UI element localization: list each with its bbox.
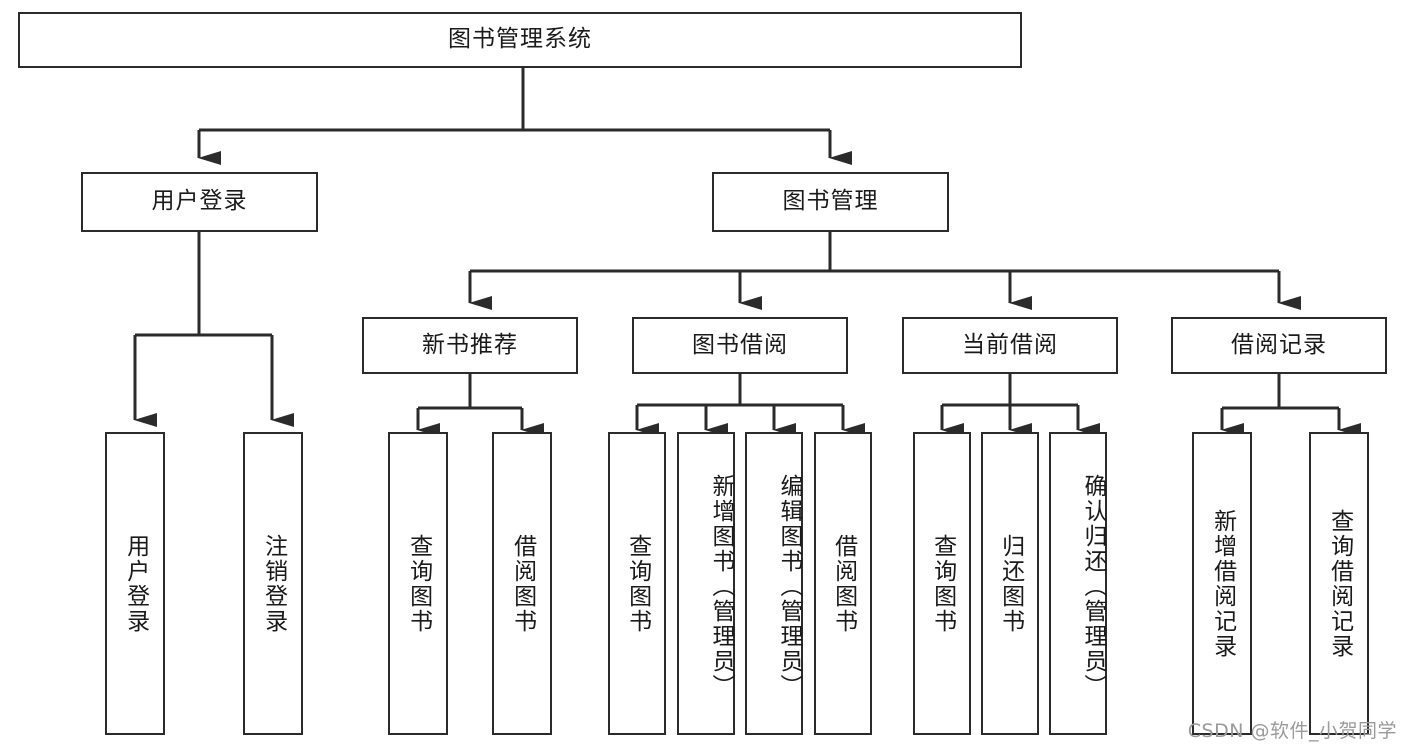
node-user-login-label: 用户登录	[151, 188, 248, 215]
leaf-edit-book[interactable]: 编辑图书（管理员）	[745, 432, 803, 735]
leaf-add-book[interactable]: 新增图书（管理员）	[677, 432, 735, 735]
leaf-query-record-label: 查询借阅记录	[1326, 508, 1353, 659]
node-book-borrow-label: 图书借阅	[692, 331, 788, 358]
leaf-edit-book-label: 编辑图书（管理员）	[776, 474, 802, 699]
leaf-query-book-2[interactable]: 查询图书	[608, 432, 666, 735]
leaf-user-login-label: 用户登录	[122, 533, 149, 634]
leaf-confirm-return[interactable]: 确认归还（管理员）	[1049, 432, 1107, 735]
node-book-manage[interactable]: 图书管理	[712, 172, 949, 232]
leaf-query-book-2-label: 查询图书	[624, 533, 651, 634]
leaf-borrow-book-2[interactable]: 借阅图书	[814, 432, 872, 735]
leaf-return-book-label: 归还图书	[997, 533, 1024, 634]
node-user-login[interactable]: 用户登录	[81, 172, 318, 232]
node-book-manage-label: 图书管理	[782, 188, 879, 215]
node-new-book-recommend-label: 新书推荐	[422, 331, 518, 358]
leaf-borrow-book-2-label: 借阅图书	[830, 533, 857, 634]
node-current-borrow-label: 当前借阅	[962, 331, 1058, 358]
node-borrow-record[interactable]: 借阅记录	[1171, 317, 1387, 374]
node-borrow-record-label: 借阅记录	[1231, 331, 1327, 358]
leaf-query-record[interactable]: 查询借阅记录	[1309, 432, 1369, 735]
leaf-return-book[interactable]: 归还图书	[981, 432, 1039, 735]
leaf-query-book-1[interactable]: 查询图书	[388, 432, 448, 735]
node-book-borrow[interactable]: 图书借阅	[632, 317, 848, 374]
node-root-label: 图书管理系统	[448, 26, 592, 53]
node-current-borrow[interactable]: 当前借阅	[902, 317, 1118, 374]
leaf-add-record[interactable]: 新增借阅记录	[1192, 432, 1252, 735]
leaf-borrow-book-1[interactable]: 借阅图书	[492, 432, 552, 735]
leaf-add-record-label: 新增借阅记录	[1209, 508, 1236, 659]
leaf-logout[interactable]: 注销登录	[243, 432, 303, 735]
leaf-query-book-3-label: 查询图书	[929, 533, 956, 634]
leaf-add-book-label: 新增图书（管理员）	[708, 474, 734, 699]
leaf-logout-label: 注销登录	[260, 533, 287, 634]
leaf-query-book-1-label: 查询图书	[405, 533, 432, 634]
node-new-book-recommend[interactable]: 新书推荐	[362, 317, 578, 374]
csdn-watermark: CSDN @软件_小贺同学	[1187, 720, 1397, 742]
leaf-user-login[interactable]: 用户登录	[105, 432, 165, 735]
leaf-confirm-return-label: 确认归还（管理员）	[1080, 474, 1106, 699]
leaf-borrow-book-1-label: 借阅图书	[509, 533, 536, 634]
leaf-query-book-3[interactable]: 查询图书	[913, 432, 971, 735]
node-root[interactable]: 图书管理系统	[18, 12, 1022, 68]
